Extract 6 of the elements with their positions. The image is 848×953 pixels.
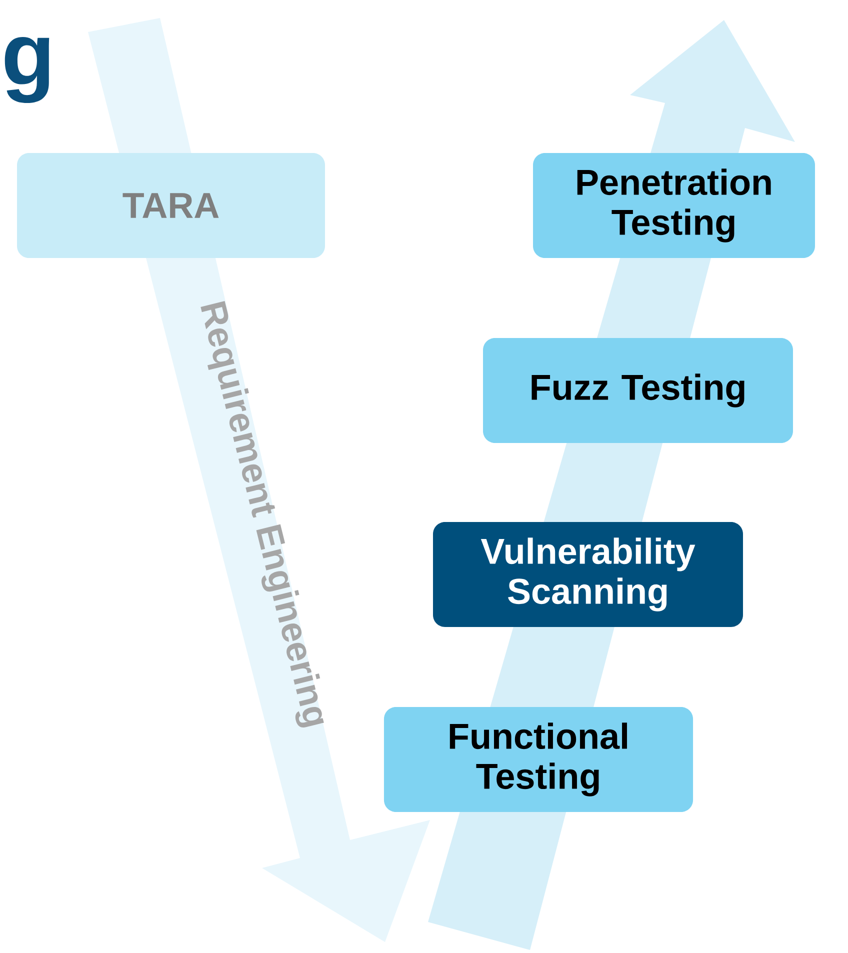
step-box: Penetration Testing [533,152,815,258]
step-box: TARA [17,152,325,258]
step-box: Vulnerability Scanning [433,522,743,628]
step-box: Functional Testing [384,706,694,812]
step-box: Fuzz Testing [483,338,793,444]
title-fragment: g [4,37,50,104]
